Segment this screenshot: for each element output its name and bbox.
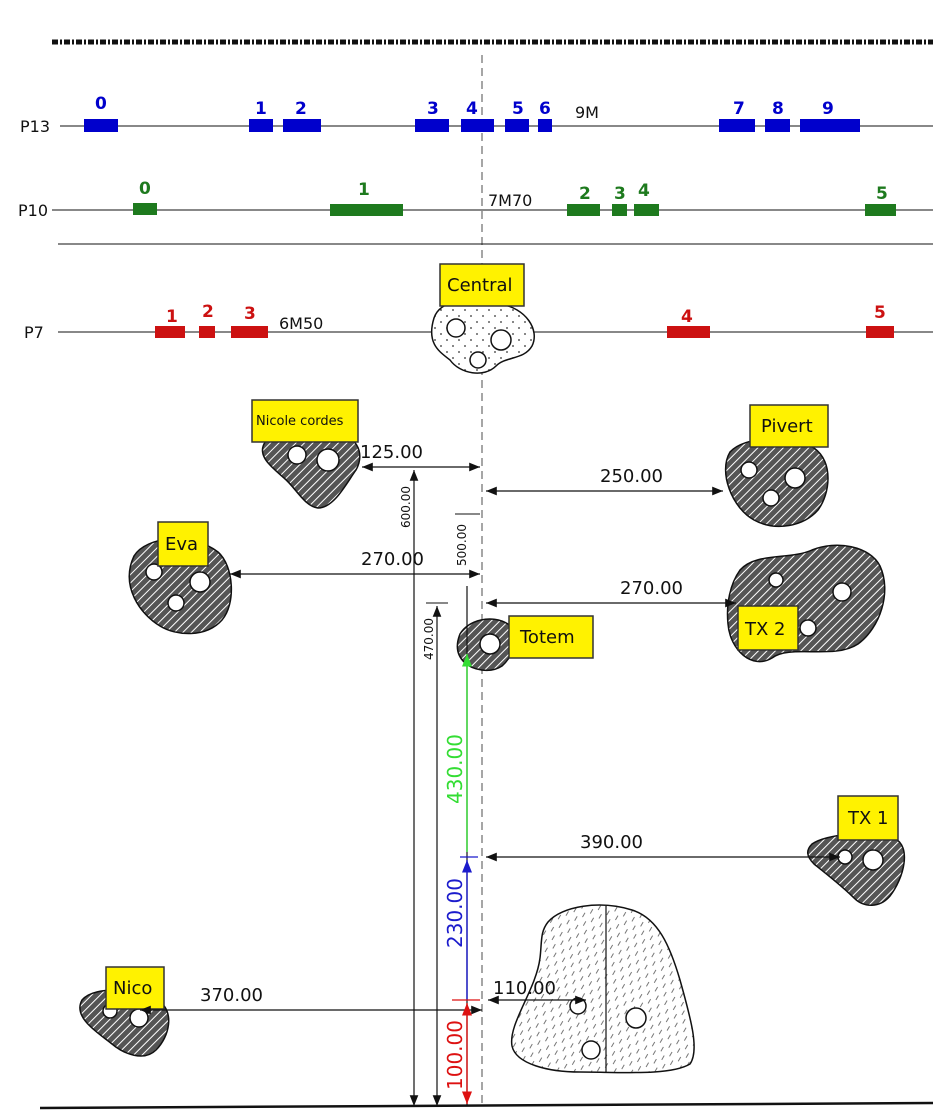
p13-segment-0[interactable] xyxy=(84,119,118,132)
p13-segment-5[interactable] xyxy=(505,119,529,132)
dim-nico: 370.00 xyxy=(140,985,482,1015)
p13-tick-0: 0 xyxy=(95,94,107,114)
dim-v430-text: 430.00 xyxy=(443,734,467,804)
rock-totem-label: Totem xyxy=(519,627,575,648)
p13-segment-9[interactable] xyxy=(800,119,860,132)
base-line xyxy=(39,1101,933,1110)
rock-large[interactable] xyxy=(510,904,695,1074)
rock-tx1[interactable]: TX 1 xyxy=(807,795,906,906)
p7-tick-3: 3 xyxy=(244,304,256,324)
line-p13-note: 9M xyxy=(575,103,599,122)
dim-tx2: 270.00 xyxy=(486,578,736,608)
p13-segment-6[interactable] xyxy=(538,119,552,132)
p7-tick-5: 5 xyxy=(874,303,886,323)
dim-v600: 600.00 xyxy=(399,466,432,1106)
p10-tick-4: 4 xyxy=(638,181,650,201)
p7-tick-4: 4 xyxy=(681,307,693,327)
dim-v470-text: 470.00 xyxy=(422,618,436,660)
rock-nico-label: Nico xyxy=(113,978,152,999)
p13-tick-9: 9 xyxy=(822,99,834,119)
rock-tx2-label: TX 2 xyxy=(744,619,786,640)
rock-central-label: Central xyxy=(447,275,513,296)
p10-segment-1[interactable] xyxy=(330,204,403,216)
dim-tx1: 390.00 xyxy=(486,832,840,862)
dim-v470: 470.00 xyxy=(422,602,448,1106)
dim-large-rock: 110.00 xyxy=(488,978,586,1005)
dim-pivert: 250.00 xyxy=(486,466,723,496)
p13-segment-7[interactable] xyxy=(719,119,755,132)
rock-tx2[interactable]: TX 2 xyxy=(726,544,886,663)
p13-tick-4: 4 xyxy=(466,99,478,119)
p13-tick-7: 7 xyxy=(733,99,745,119)
line-p7-name: P7 xyxy=(24,323,44,342)
dim-large-rock-text: 110.00 xyxy=(493,978,556,999)
p7-tick-2: 2 xyxy=(202,302,214,322)
p10-tick-2: 2 xyxy=(579,184,591,204)
p13-tick-8: 8 xyxy=(772,99,784,119)
p13-segment-8[interactable] xyxy=(765,119,790,132)
p7-tick-1: 1 xyxy=(166,307,178,327)
p10-tick-5: 5 xyxy=(876,184,888,204)
dim-v500-text: 500.00 xyxy=(455,524,469,566)
p13-segment-4[interactable] xyxy=(461,119,494,132)
p13-tick-5: 5 xyxy=(512,99,524,119)
p13-tick-2: 2 xyxy=(295,99,307,119)
rock-pivert-label: Pivert xyxy=(761,416,813,437)
line-p10-note: 7M70 xyxy=(488,191,532,210)
rock-eva[interactable]: Eva xyxy=(128,521,233,635)
dim-nicole-text: 125.00 xyxy=(360,442,423,463)
p10-tick-0: 0 xyxy=(139,179,151,199)
dim-v100-text: 100.00 xyxy=(443,1020,467,1090)
p13-tick-1: 1 xyxy=(255,99,267,119)
rock-central[interactable]: Central xyxy=(430,263,535,374)
rock-nico[interactable]: Nico xyxy=(79,966,170,1057)
dim-tx1-text: 390.00 xyxy=(580,832,643,853)
dim-v230: 230.00 xyxy=(443,856,478,1000)
dim-eva-text: 270.00 xyxy=(361,549,424,570)
rock-tx1-label: TX 1 xyxy=(847,808,889,829)
line-p10: P10 7M70 0 1 2 3 4 5 xyxy=(18,179,933,220)
p10-tick-1: 1 xyxy=(358,180,370,200)
line-p7: P7 6M50 1 2 3 4 5 xyxy=(24,302,933,342)
p7-segment-1[interactable] xyxy=(155,326,185,338)
p10-segment-4[interactable] xyxy=(634,204,659,216)
dim-pivert-text: 250.00 xyxy=(600,466,663,487)
rock-nicole[interactable]: Nicole cordes xyxy=(251,399,361,509)
p10-segment-5[interactable] xyxy=(865,204,896,216)
line-p13: P13 9M 0 1 2 3 4 5 6 7 8 9 xyxy=(20,94,933,136)
p13-tick-3: 3 xyxy=(427,99,439,119)
dim-v600-text: 600.00 xyxy=(399,486,413,528)
p10-segment-3[interactable] xyxy=(612,204,627,216)
rock-totem[interactable]: Totem xyxy=(456,615,594,672)
dim-v100: 100.00 xyxy=(443,999,480,1104)
line-p7-note: 6M50 xyxy=(279,314,323,333)
dim-v230-text: 230.00 xyxy=(443,878,467,948)
dim-nicole: 125.00 xyxy=(360,442,480,472)
p7-segment-4[interactable] xyxy=(667,326,710,338)
p7-segment-5[interactable] xyxy=(866,326,894,338)
p10-segment-0[interactable] xyxy=(133,203,157,215)
p7-segment-2[interactable] xyxy=(199,326,215,338)
dim-tx2-text: 270.00 xyxy=(620,578,683,599)
p7-segment-3[interactable] xyxy=(231,326,268,338)
line-p13-name: P13 xyxy=(20,117,50,136)
p13-tick-6: 6 xyxy=(539,99,551,119)
p13-segment-3[interactable] xyxy=(415,119,449,132)
p13-segment-2[interactable] xyxy=(283,119,321,132)
p10-segment-2[interactable] xyxy=(567,204,600,216)
dim-v500: 500.00 xyxy=(455,513,480,566)
p13-segment-1[interactable] xyxy=(249,119,273,132)
rock-nicole-label: Nicole cordes xyxy=(256,414,344,429)
p10-tick-3: 3 xyxy=(614,184,626,204)
rock-pivert[interactable]: Pivert xyxy=(724,404,829,528)
dim-nico-text: 370.00 xyxy=(200,985,263,1006)
line-p10-name: P10 xyxy=(18,201,48,220)
dim-eva: 270.00 xyxy=(230,549,480,579)
rock-eva-label: Eva xyxy=(165,534,198,555)
